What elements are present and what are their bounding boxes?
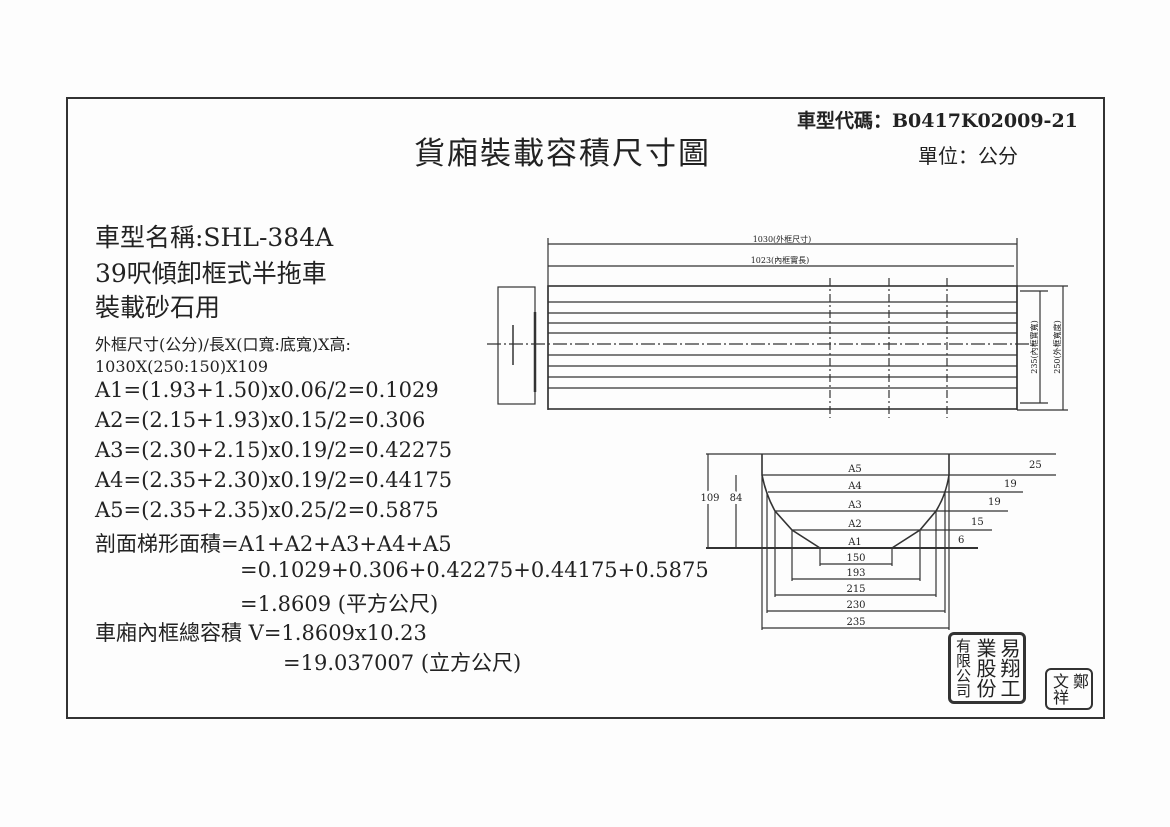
layer-label-a3: A3: [847, 500, 862, 511]
section-area-result: =1.8609 (平方公尺): [240, 592, 439, 616]
inner-length-label: 1023(內框實長): [751, 255, 810, 265]
area-a4: A4=(2.35+2.30)x0.19/2=0.44175: [95, 468, 453, 492]
total-height-label: 109: [700, 493, 719, 504]
unit-label: 單位：公分: [918, 144, 1018, 168]
area-a3: A3=(2.30+2.15)x0.19/2=0.42275: [95, 438, 453, 462]
section-view-drawing: A5 A4 A3 A2 A1 109 84 150 193 215 230 23…: [697, 453, 1056, 630]
outer-width-label: 250(外框寬度): [1052, 320, 1062, 374]
box-outline: [547, 285, 1018, 410]
width-label-215: 215: [846, 584, 865, 595]
top-view-drawing: 1030(外框尺寸) 1023(內框實長) 235(內框實寬) 250(外框寬度…: [487, 234, 1068, 418]
outer-dims-label: 外框尺寸(公分)/長X(口寬:底寬)X高:: [95, 335, 351, 354]
section-profile: [761, 454, 950, 549]
layer-label-a5: A5: [847, 464, 862, 475]
outer-length-label: 1030(外框尺寸): [753, 234, 812, 244]
width-label-235: 235: [846, 617, 865, 628]
width-label-150: 150: [846, 553, 865, 564]
model-description: 39呎傾卸框式半拖車: [95, 259, 327, 288]
width-label-193: 193: [846, 568, 865, 579]
volume-formula: 車廂內框總容積 V=1.8609x10.23: [95, 621, 427, 645]
inner-height-label: 84: [730, 493, 743, 504]
personal-seal: 鄭文祥: [1045, 668, 1093, 710]
gooseneck-outline: [497, 286, 536, 405]
vehicle-code: 車型代碼：B0417K02009-21: [797, 110, 1078, 132]
layer-label-a2: A2: [847, 519, 862, 530]
layer-height-19b: 19: [988, 497, 1001, 508]
width-label-230: 230: [846, 600, 865, 611]
outer-dims-value: 1030X(250:150)X109: [95, 357, 268, 376]
drawing-border: [66, 97, 1105, 719]
layer-height-19a: 19: [1004, 479, 1017, 490]
page-title: 貨廂裝載容積尺寸圖: [414, 136, 711, 172]
layer-height-15: 15: [971, 517, 984, 528]
area-a1: A1=(1.93+1.50)x0.06/2=0.1029: [95, 378, 439, 402]
area-a5: A5=(2.35+2.35)x0.25/2=0.5875: [95, 498, 439, 522]
area-a2: A2=(2.15+1.93)x0.15/2=0.306: [95, 408, 426, 432]
company-seal: 易翔工業股份有限公司: [948, 632, 1026, 704]
layer-label-a4: A4: [847, 481, 862, 492]
usage: 裝載砂石用: [95, 293, 221, 322]
layer-height-25: 25: [1029, 460, 1042, 471]
section-area-sum: =0.1029+0.306+0.42275+0.44175+0.5875: [240, 558, 709, 582]
layer-label-a1: A1: [847, 537, 862, 548]
volume-result: =19.037007 (立方公尺): [283, 651, 522, 675]
inner-width-label: 235(內框實寬): [1029, 320, 1039, 374]
section-area-formula: 剖面梯形面積=A1+A2+A3+A4+A5: [95, 532, 452, 556]
layer-height-6: 6: [958, 535, 964, 546]
model-name: 車型名稱:SHL-384A: [95, 223, 334, 252]
